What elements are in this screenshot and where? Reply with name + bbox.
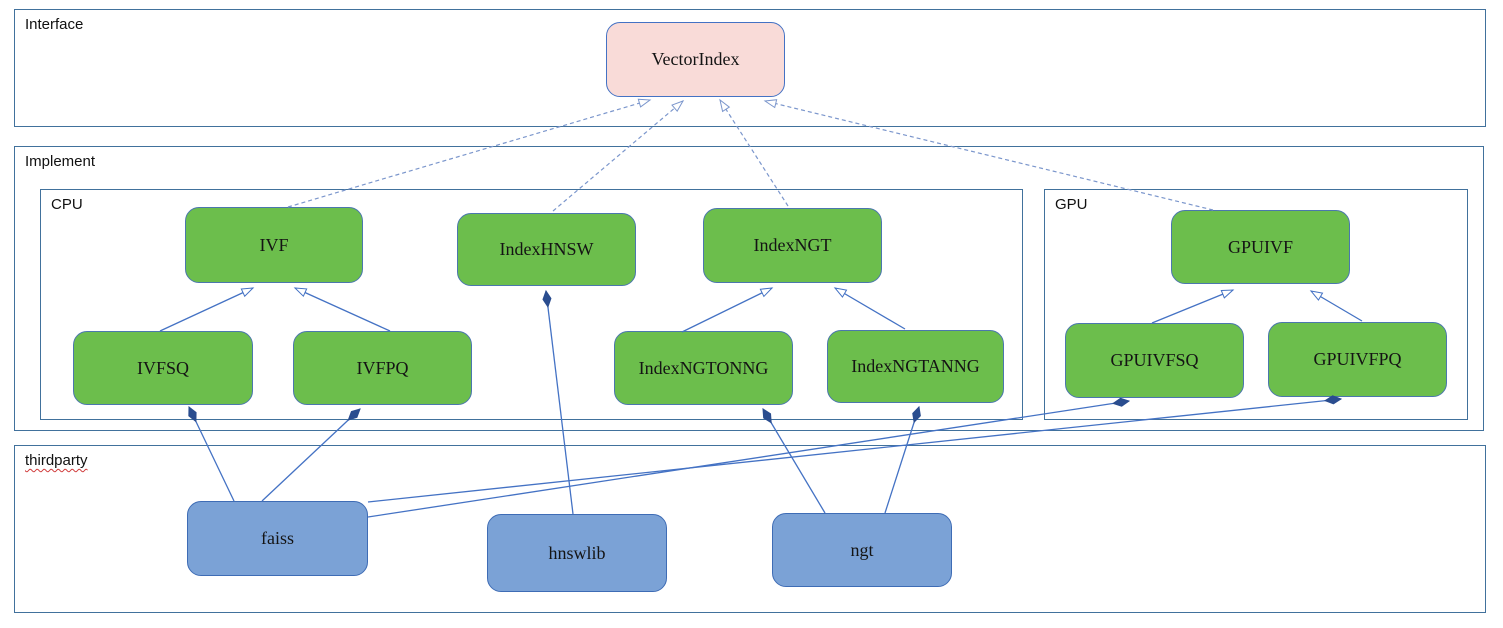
node-indexngt[interactable]: IndexNGT <box>703 208 882 283</box>
node-ngt[interactable]: ngt <box>772 513 952 587</box>
node-gpuivfpq[interactable]: GPUIVFPQ <box>1268 322 1447 397</box>
node-gpuivfsq[interactable]: GPUIVFSQ <box>1065 323 1244 398</box>
node-indexngtonng[interactable]: IndexNGTONNG <box>614 331 793 405</box>
node-indexngtanng[interactable]: IndexNGTANNG <box>827 330 1004 403</box>
container-interface-label: Interface <box>25 16 84 33</box>
container-thirdparty-label: thirdparty <box>25 452 88 469</box>
node-faiss[interactable]: faiss <box>187 501 368 576</box>
node-ivfpq[interactable]: IVFPQ <box>293 331 472 405</box>
node-vectorindex[interactable]: VectorIndex <box>606 22 785 97</box>
container-implement-label: Implement <box>25 153 96 170</box>
container-gpu-label: GPU <box>1055 196 1088 213</box>
container-cpu-label: CPU <box>51 196 83 213</box>
node-hnswlib[interactable]: hnswlib <box>487 514 667 592</box>
node-ivf[interactable]: IVF <box>185 207 363 283</box>
node-gpuivf[interactable]: GPUIVF <box>1171 210 1350 284</box>
node-indexhnsw[interactable]: IndexHNSW <box>457 213 636 286</box>
node-ivfsq[interactable]: IVFSQ <box>73 331 253 405</box>
